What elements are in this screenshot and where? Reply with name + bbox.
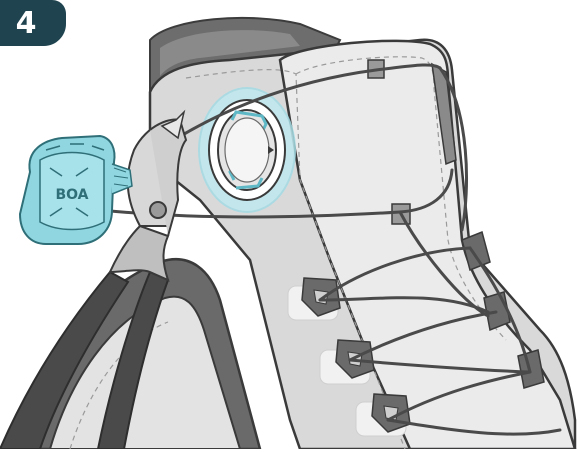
step-number: 4 [15,5,37,41]
lace [38,63,562,436]
dial-brand-label: BOA [55,187,88,203]
step-badge: 4 [0,0,66,46]
step-badge-background [0,0,66,46]
boa-dial-icon: BOA [18,134,133,245]
diagonal-cutter-pliers-icon [0,109,188,450]
boot-icon [18,16,577,451]
